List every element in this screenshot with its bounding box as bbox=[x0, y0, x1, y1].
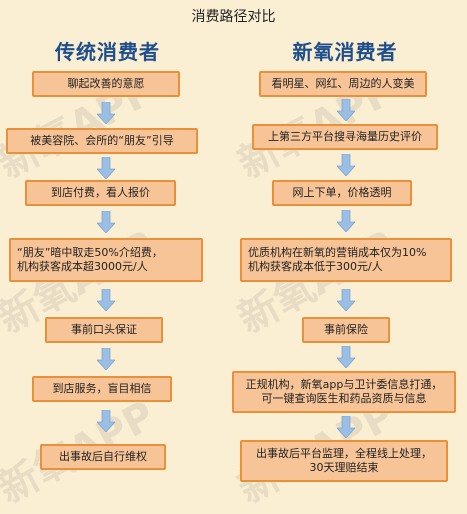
right-step-3-text: 网上下单，价格透明 bbox=[292, 186, 392, 199]
right-step-6-text: 正规机构，新氧app与卫计委信息打通， 可一键查询医生和药品资质与信息 bbox=[245, 378, 443, 405]
left-step-4: “朋友”暗中取走50%介绍费， 机构获客成本超3000元/人 bbox=[9, 238, 203, 282]
down-arrow-icon bbox=[97, 289, 115, 311]
left-heading: 传统消费者 bbox=[55, 40, 160, 64]
left-step-2: 被美容院、会所的“朋友”引导 bbox=[6, 128, 198, 154]
down-arrow-icon bbox=[97, 102, 115, 124]
down-arrow-icon bbox=[97, 211, 115, 233]
down-arrow-icon bbox=[97, 157, 115, 179]
right-step-4-text: 优质机构在新氧的营销成本仅为10% 机构获客成本低于300元/人 bbox=[248, 246, 427, 273]
left-step-4-text: “朋友”暗中取走50%介绍费， 机构获客成本超3000元/人 bbox=[17, 246, 163, 273]
down-arrow-icon bbox=[337, 289, 355, 311]
left-step-1-text: 聊起改善的意愿 bbox=[67, 77, 145, 90]
right-step-6: 正规机构，新氧app与卫计委信息打通， 可一键查询医生和药品资质与信息 bbox=[232, 371, 456, 413]
down-arrow-icon bbox=[337, 154, 355, 176]
left-step-7-text: 出事故后自行维权 bbox=[59, 450, 147, 463]
right-step-2-text: 上第三方平台搜寻海量历史评价 bbox=[268, 130, 422, 143]
left-step-5-text: 事前口头保证 bbox=[71, 323, 137, 336]
down-arrow-icon bbox=[337, 210, 355, 232]
left-step-5: 事前口头保证 bbox=[45, 317, 163, 343]
right-step-1-text: 看明星、网红、周边的人变美 bbox=[271, 77, 415, 90]
right-step-2: 上第三方平台搜寻海量历史评价 bbox=[252, 124, 438, 150]
right-step-1: 看明星、网红、周边的人变美 bbox=[259, 71, 427, 97]
right-step-7: 出事故后平台监理，全程线上处理， 30天理赔结束 bbox=[240, 440, 448, 482]
left-step-6: 到店服务，盲目相信 bbox=[32, 376, 172, 402]
left-step-3: 到店付费，看人报价 bbox=[25, 180, 176, 206]
down-arrow-icon bbox=[97, 348, 115, 370]
down-arrow-icon bbox=[97, 410, 115, 432]
down-arrow-icon bbox=[337, 99, 355, 121]
right-step-7-text: 出事故后平台监理，全程线上处理， 30天理赔结束 bbox=[256, 447, 432, 474]
right-step-5: 事前保险 bbox=[302, 317, 390, 343]
right-heading: 新氧消费者 bbox=[292, 40, 398, 64]
left-step-1: 聊起改善的意愿 bbox=[32, 71, 180, 97]
right-step-3: 网上下单，价格透明 bbox=[272, 180, 412, 206]
right-step-5-text: 事前保险 bbox=[324, 323, 368, 336]
left-step-3-text: 到店付费，看人报价 bbox=[51, 186, 150, 199]
page-title: 消费路径对比 bbox=[191, 9, 276, 25]
down-arrow-icon bbox=[337, 346, 355, 368]
left-step-2-text: 被美容院、会所的“朋友”引导 bbox=[30, 134, 174, 147]
left-step-6-text: 到店服务，盲目相信 bbox=[52, 382, 152, 395]
left-step-7: 出事故后自行维权 bbox=[40, 444, 166, 470]
right-step-4: 优质机构在新氧的营销成本仅为10% 机构获客成本低于300元/人 bbox=[240, 238, 452, 282]
down-arrow-icon bbox=[337, 416, 355, 438]
